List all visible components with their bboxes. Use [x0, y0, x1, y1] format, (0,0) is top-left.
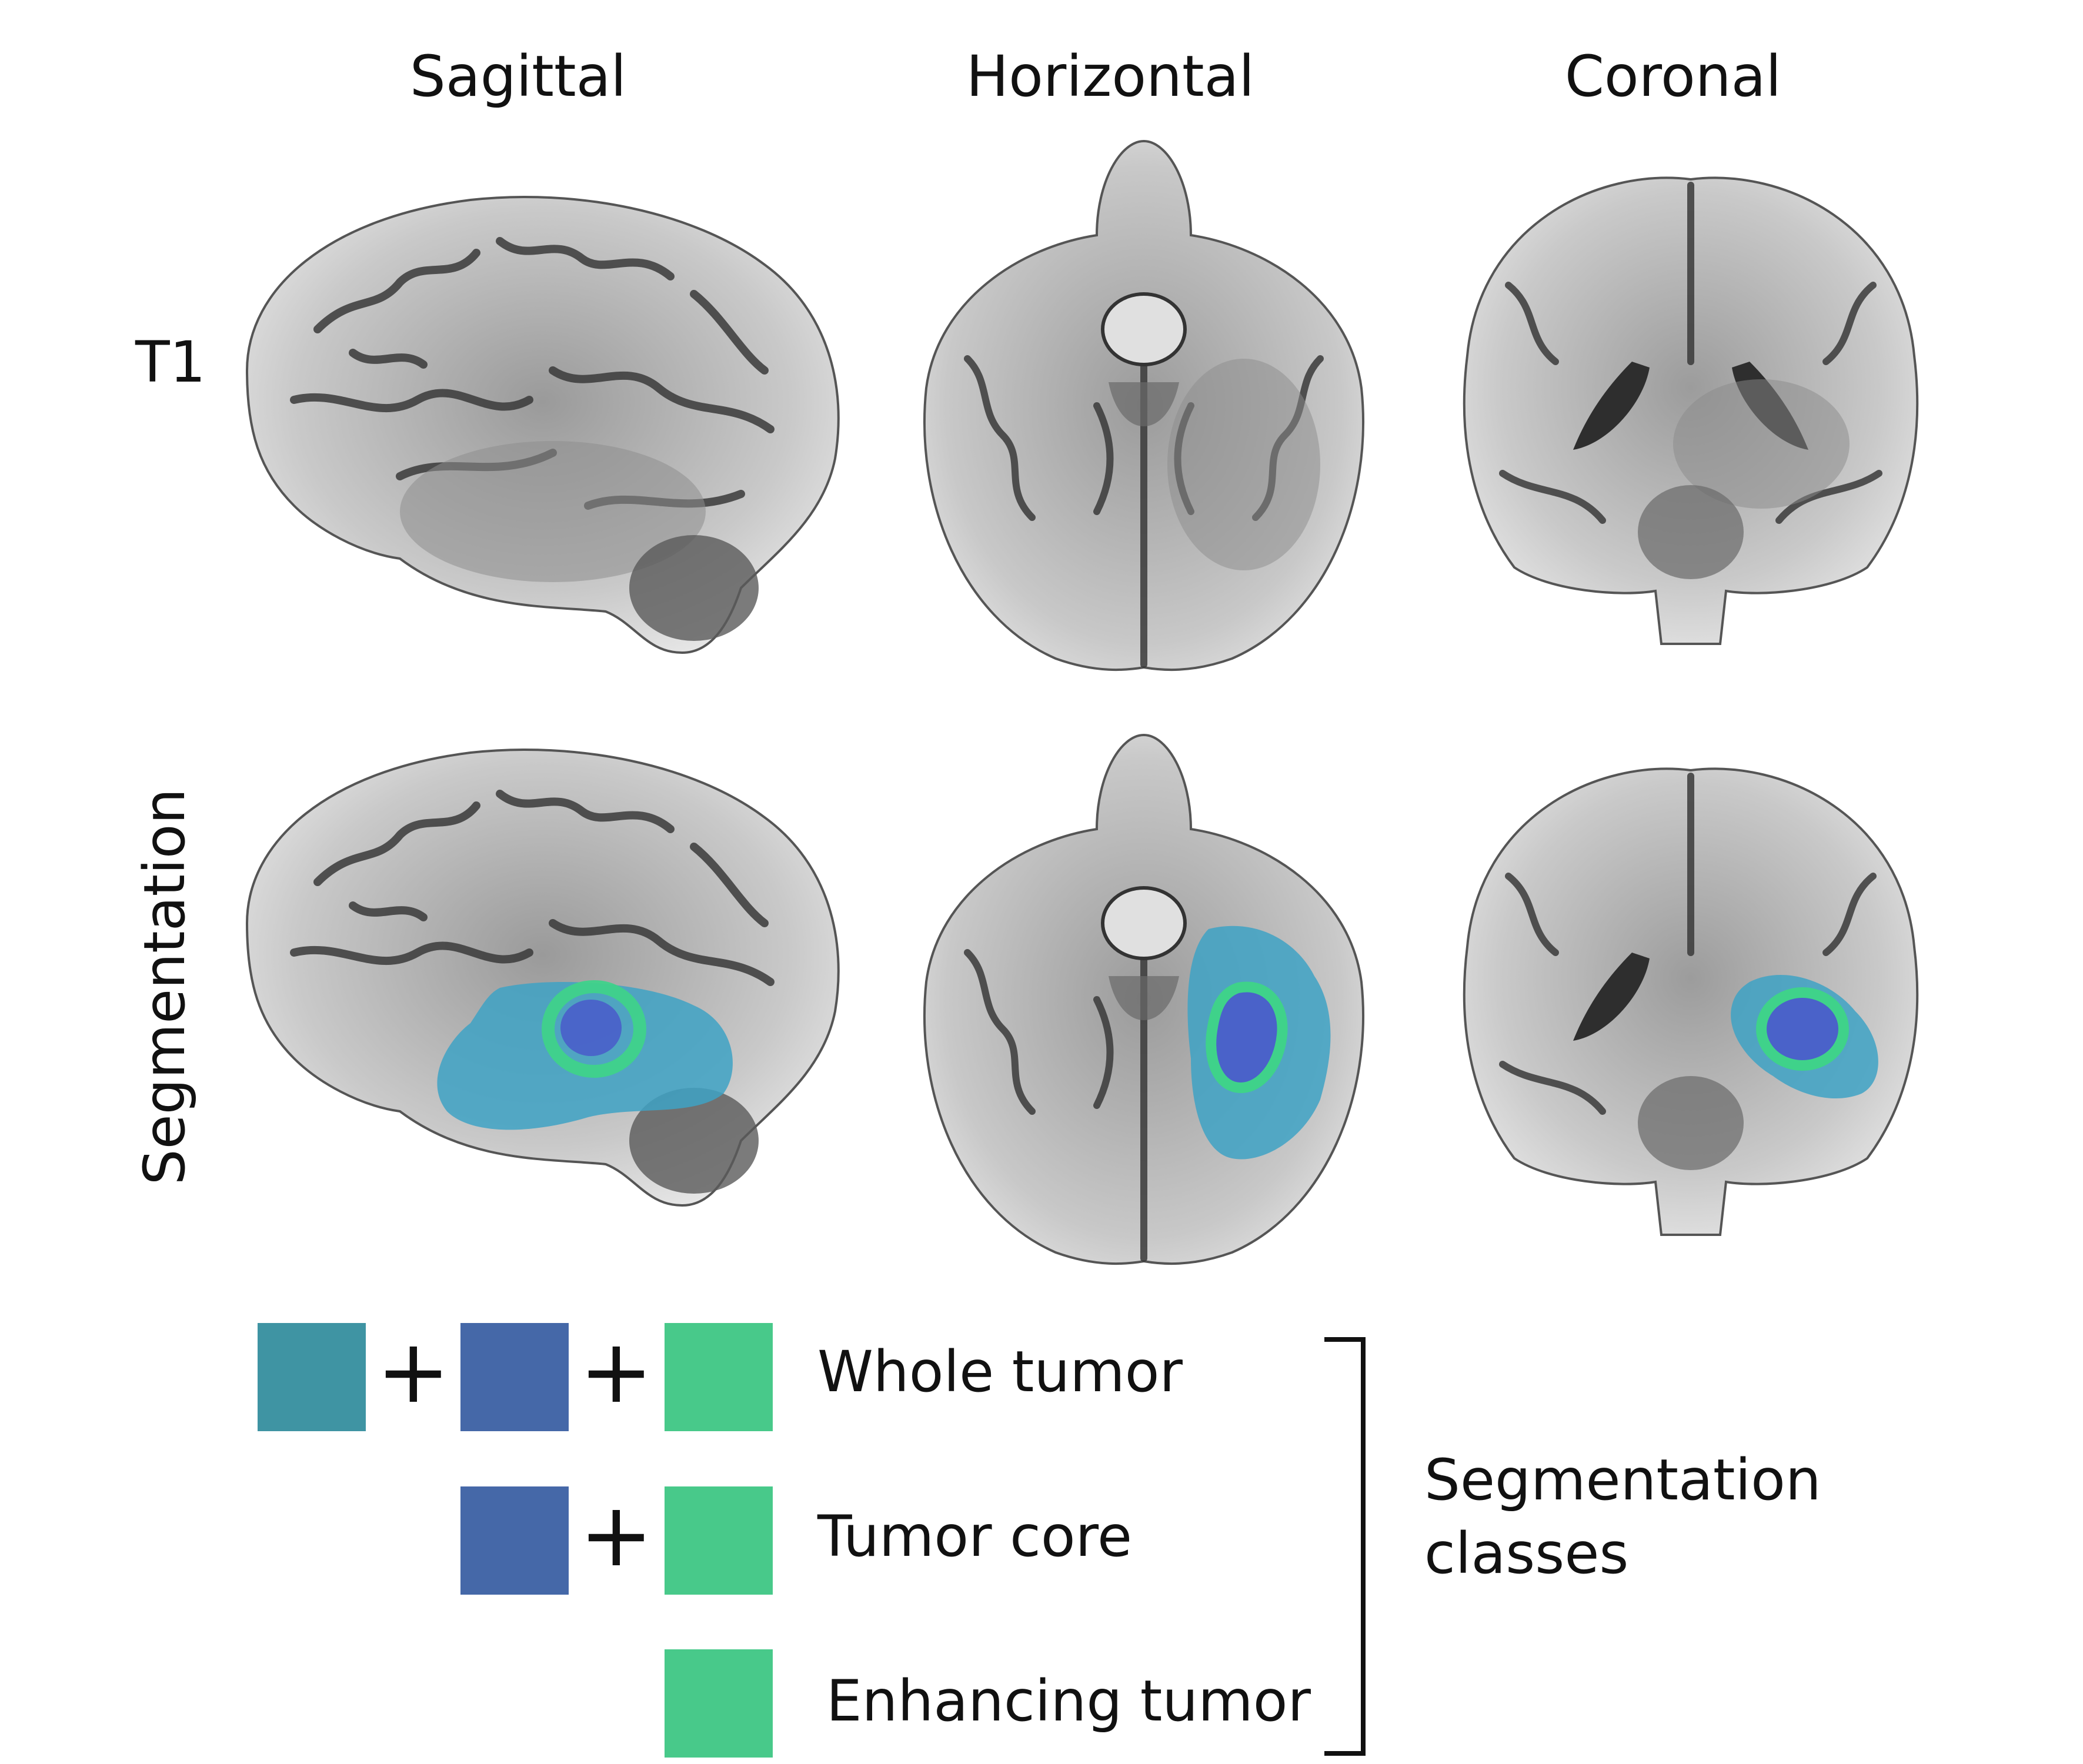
swatch-edema-whole: [258, 1323, 366, 1431]
segmentation-coronal-image: [1456, 759, 1926, 1241]
plus-sign: +: [579, 1484, 653, 1586]
segmentation-classes-title: Segmentation classes: [1424, 1444, 1821, 1591]
swatch-enhancing-enhancing: [665, 1649, 773, 1758]
swatch-core-whole: [460, 1323, 569, 1431]
legend-label-whole-tumor: Whole tumor: [817, 1339, 1183, 1405]
swatch-enhancing-core: [665, 1486, 773, 1595]
swatch-core-core: [460, 1486, 569, 1595]
legend-label-enhancing-tumor: Enhancing tumor: [826, 1668, 1311, 1734]
plus-sign: +: [376, 1321, 450, 1423]
segmentation-horizontal-image: [914, 729, 1373, 1270]
segmentation-classes-title-line2: classes: [1424, 1520, 1629, 1586]
segmentation-classes-title-line1: Segmentation: [1424, 1447, 1821, 1513]
plus-sign: +: [579, 1321, 653, 1423]
column-title-sagittal: Sagittal: [409, 44, 627, 109]
t1-horizontal-image: [914, 135, 1373, 676]
swatch-enhancing-whole: [665, 1323, 773, 1431]
column-title-coronal: Coronal: [1564, 44, 1782, 109]
legend-label-tumor-core: Tumor core: [817, 1504, 1133, 1569]
t1-coronal-image: [1456, 168, 1926, 650]
legend-bracket: [1324, 1337, 1366, 1756]
segmentation-sagittal-image: [223, 729, 847, 1217]
row-label-t1: T1: [135, 329, 206, 395]
column-title-horizontal: Horizontal: [966, 44, 1255, 109]
row-label-segmentation: Segmentation: [132, 788, 198, 1185]
t1-sagittal-image: [223, 176, 847, 664]
